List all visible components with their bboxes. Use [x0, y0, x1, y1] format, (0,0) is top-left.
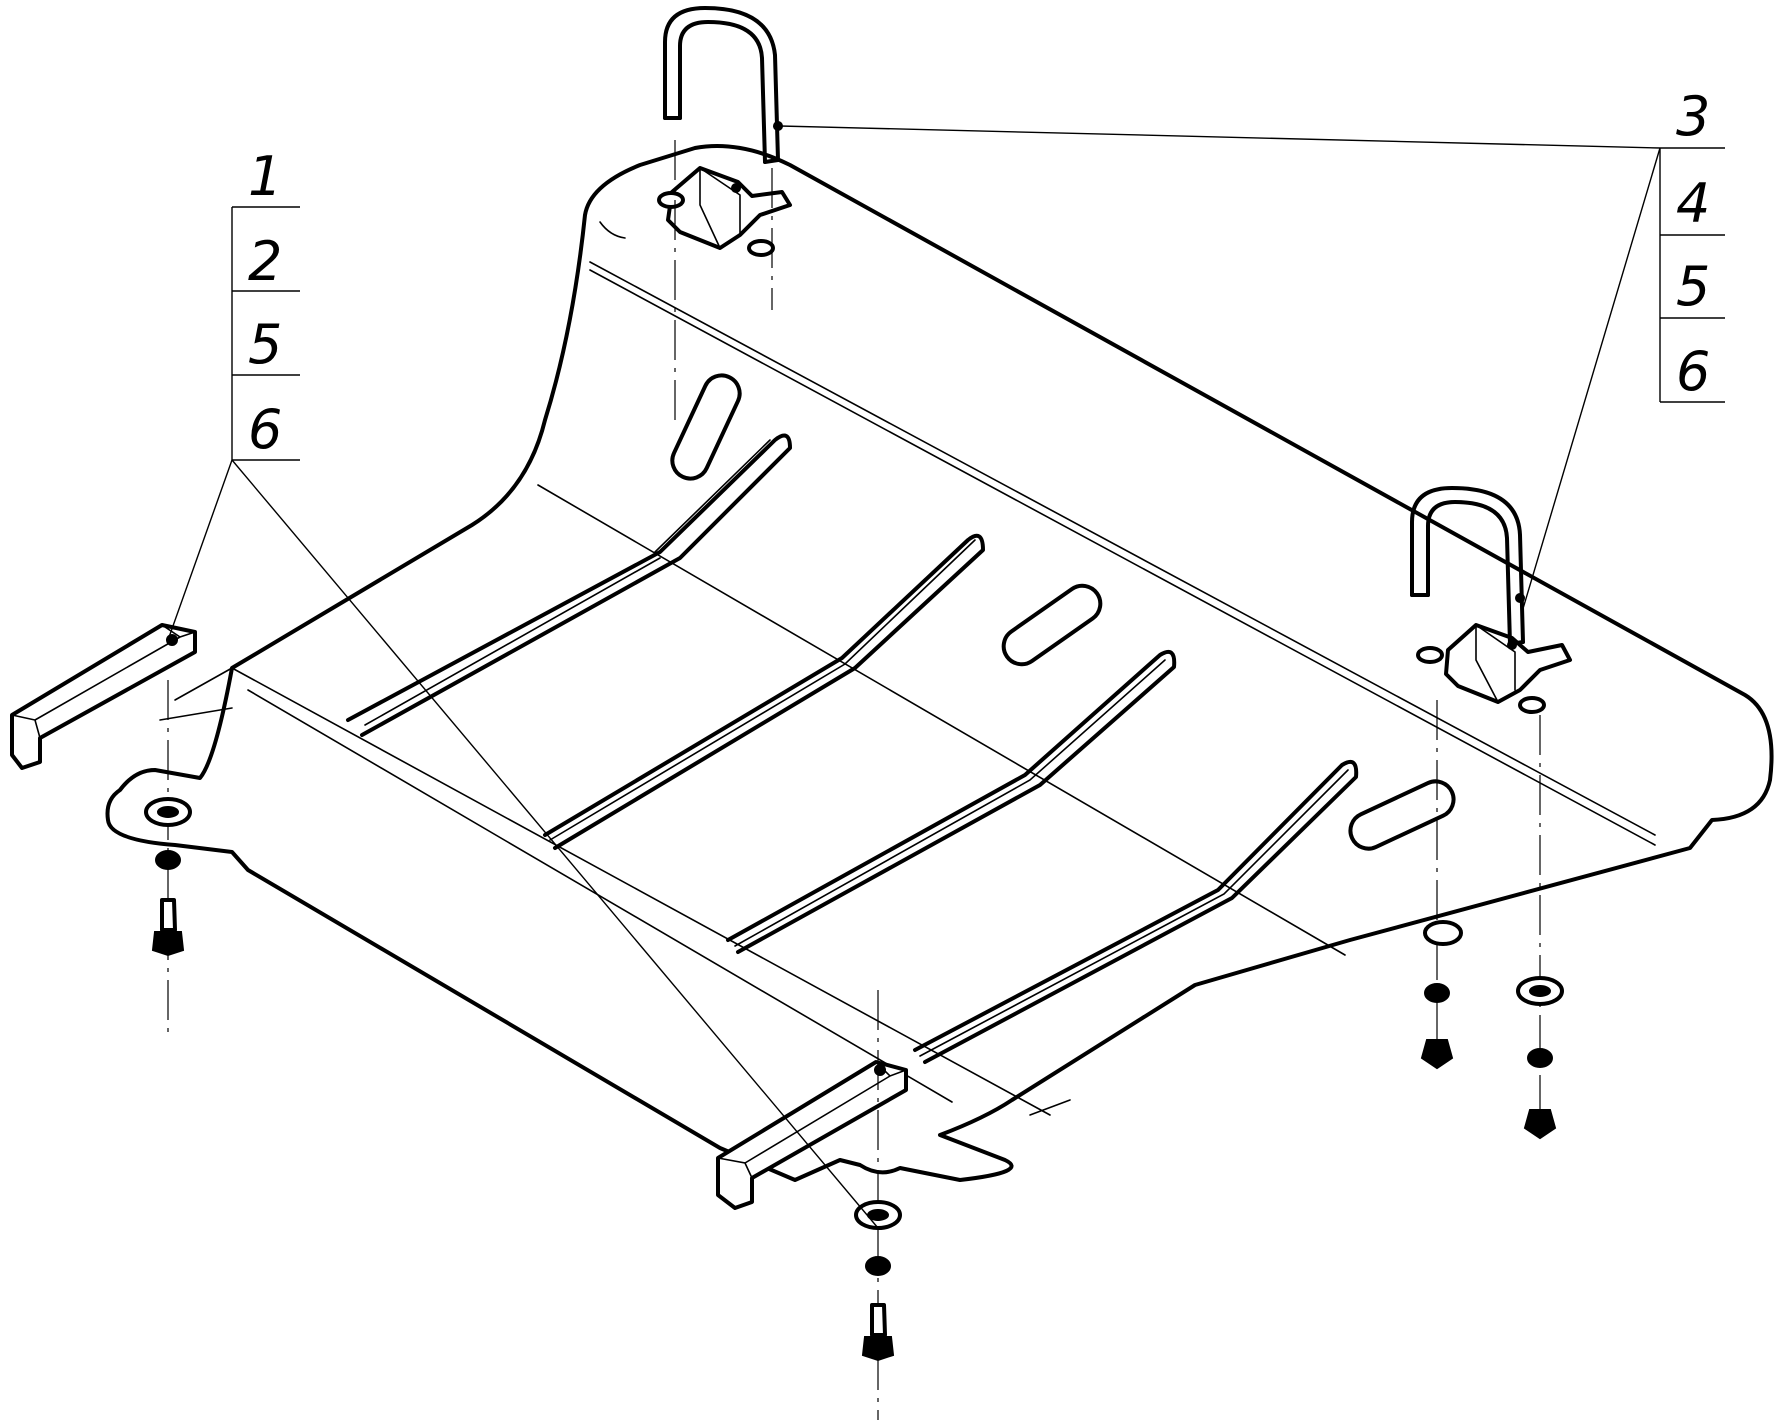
callout-2: 2 [248, 230, 282, 293]
bend-line-upper [589, 261, 1656, 836]
callout-1: 1 [248, 145, 282, 208]
lock-washer [155, 850, 181, 870]
fastener-stack-front [854, 1200, 902, 1362]
stiffening-ribs [346, 433, 1359, 1064]
callout-5: 5 [248, 313, 282, 376]
callout-6-right: 6 [1676, 340, 1710, 403]
skid-plate-outline [105, 144, 1774, 1182]
fastener-stack-left [144, 797, 192, 957]
callout-5-right: 5 [1676, 255, 1710, 318]
slot-1 [670, 373, 742, 481]
bracket-hole [731, 183, 741, 193]
fastener-stack-right-2 [1516, 976, 1564, 1140]
bolt [160, 898, 177, 932]
u-bolt-left [663, 6, 783, 164]
callout-table-right: 3 4 5 6 [1659, 85, 1725, 403]
slot-2 [1001, 583, 1103, 667]
leader-lines [167, 125, 1661, 1229]
slot-3 [1348, 779, 1456, 851]
callout-table-left: 1 2 5 6 [231, 145, 300, 461]
callout-4: 4 [1676, 172, 1710, 235]
mounting-bar-front [716, 1060, 908, 1210]
fastener-stack-right-1 [1420, 920, 1463, 1070]
callout-3: 3 [1676, 85, 1710, 148]
u-bolt-right [1410, 486, 1525, 646]
callout-6: 6 [248, 398, 282, 461]
oval-slots [670, 373, 1456, 851]
bracket-top-left [657, 166, 792, 257]
front-flap [231, 667, 1051, 1116]
